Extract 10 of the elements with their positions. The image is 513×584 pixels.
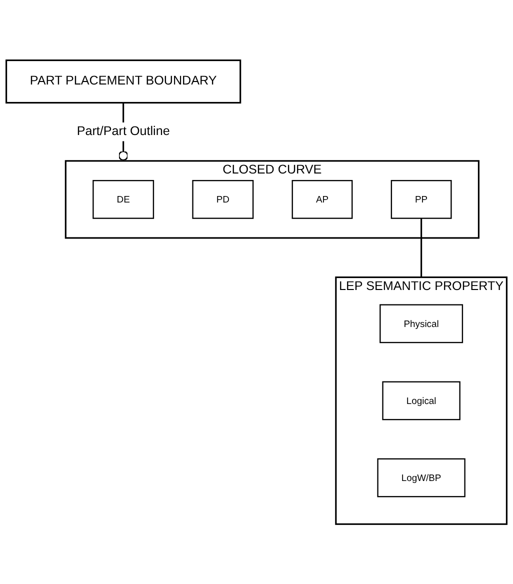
node-box: Logical xyxy=(382,381,460,420)
node-box: PART PLACEMENT BOUNDARY xyxy=(6,59,242,104)
connector xyxy=(420,218,422,278)
edge-label: Part/Part Outline xyxy=(76,124,170,138)
node-box: AP xyxy=(292,180,353,219)
node-box: PD xyxy=(192,180,254,219)
node-box: LogW/BP xyxy=(377,458,466,497)
node-box: DE xyxy=(92,180,154,219)
node-box: PP xyxy=(390,180,452,219)
node-box: Physical xyxy=(380,304,464,343)
